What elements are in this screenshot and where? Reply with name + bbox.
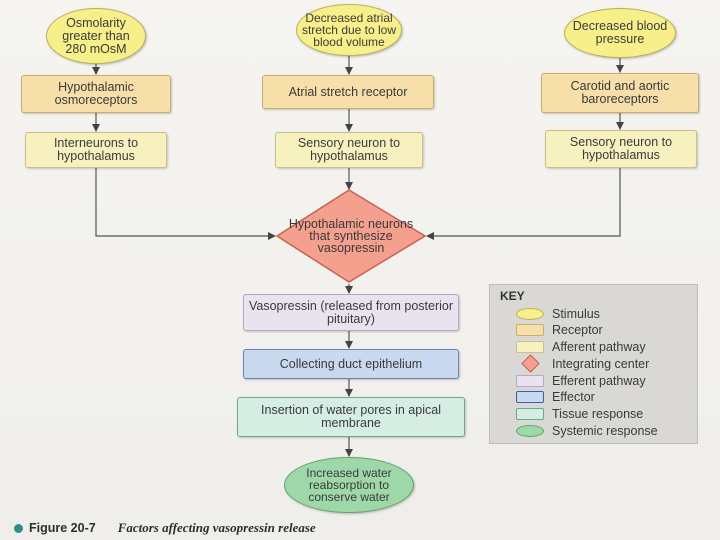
legend-item-efferent: Efferent pathway [516,373,646,389]
afferent-interneurons: Interneurons to hypothalamus [25,132,167,168]
systemic-response-water-reabsorption: Increased water reabsorption to conserve… [284,457,414,513]
legend-label: Effector [552,390,595,404]
legend-label: Receptor [552,323,603,337]
figure-title: Factors affecting vasopressin release [117,520,316,535]
diamond-swatch-icon [516,358,544,370]
stimulus-swatch-icon [516,308,544,320]
legend-item-effector: Effector [516,389,595,405]
receptor-baroreceptors: Carotid and aortic baroreceptors [541,73,699,113]
effector-swatch-icon [516,391,544,403]
legend-label: Afferent pathway [552,340,646,354]
legend-item-systemic: Systemic response [516,423,658,439]
arrow-interneurons-to-integrating [95,168,276,240]
legend-item-receptor: Receptor [516,322,603,338]
integrating-center-label: Hypothalamic neurons that synthesize vas… [288,217,414,255]
stimulus-atrial-stretch: Decreased atrial stretch due to low bloo… [296,4,402,56]
legend-item-tissue: Tissue response [516,406,643,422]
legend-item-stimulus: Stimulus [516,306,600,322]
effector-collecting-duct: Collecting duct epithelium [243,349,459,379]
caption-bullet-icon [14,523,23,533]
efferent-vasopressin: Vasopressin (released from posterior pit… [243,294,459,331]
legend-key: KEY Stimulus Receptor Afferent pathway I… [489,284,698,444]
legend-item-afferent: Afferent pathway [516,339,646,355]
tissue-swatch-icon [516,408,544,420]
systemic-swatch-icon [516,425,544,437]
legend-label: Integrating center [552,357,650,371]
integrating-center-diamond [275,189,427,283]
afferent-swatch-icon [516,341,544,353]
receptor-atrial-stretch: Atrial stretch receptor [262,75,434,109]
legend-label: Stimulus [552,307,600,321]
afferent-sensory-neuron-mid: Sensory neuron to hypothalamus [275,132,423,168]
receptor-osmoreceptors: Hypothalamic osmoreceptors [21,75,171,113]
receptor-swatch-icon [516,324,544,336]
legend-label: Tissue response [552,407,644,421]
legend-item-integrating: Integrating center [516,356,649,372]
legend-label: Efferent pathway [552,374,646,388]
figure-number: Figure 20-7 [29,521,96,535]
legend-label: Systemic response [552,424,658,438]
stimulus-blood-pressure: Decreased blood pressure [564,8,676,58]
figure-caption: Figure 20-7 Factors affecting vasopressi… [14,520,316,536]
efferent-swatch-icon [516,375,544,387]
tissue-response-water-pores: Insertion of water pores in apical membr… [237,397,465,437]
legend-title: KEY [500,289,525,303]
arrow-sensory-right-to-integrating [426,168,621,240]
afferent-sensory-neuron-right: Sensory neuron to hypothalamus [545,130,697,168]
stimulus-osmolarity: Osmolarity greater than 280 mOsM [46,8,146,64]
